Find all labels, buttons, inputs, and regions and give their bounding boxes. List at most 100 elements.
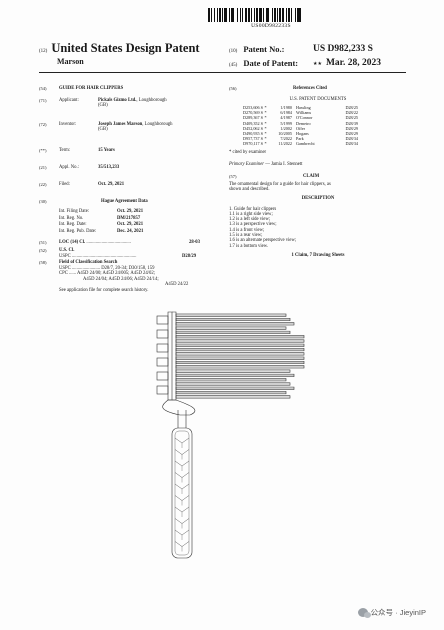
field-search-heading: Field of Classification Search: [59, 260, 118, 265]
description-line: 1.5 is a rear view;: [229, 233, 263, 239]
wechat-icon: [357, 608, 371, 618]
hague-row: Int. Reg. Pub. Date:Dec. 24, 2021: [39, 229, 229, 236]
applicant-location: , Loughborough: [136, 98, 167, 103]
claims-drawing-sheets: 1 Claim, 7 Drawing Sheets: [291, 252, 345, 258]
patent-type-title: United States Design Patent: [51, 41, 200, 55]
applicant-field: (71) Applicant: Pickals Gizmo Ltd., Loug…: [39, 98, 229, 116]
citation-number: D957,737 S: [242, 135, 263, 141]
description-line: 1.4 is a front view;: [229, 227, 265, 233]
claim-text-line2: shown and described.: [229, 186, 270, 192]
term-label: Term:: [59, 148, 71, 153]
citation-name: Offer: [296, 125, 305, 131]
loc-label: LOC (14) Cl. ...........................…: [59, 240, 131, 245]
guide-clip-tab: [156, 371, 169, 381]
hague-row-value: Oct. 29, 2021: [117, 222, 144, 227]
loc-field: (51) LOC (14) Cl. ......................…: [39, 240, 229, 248]
guide-clip-tab: [156, 329, 169, 339]
patent-number-label: Patent No.:: [243, 44, 285, 54]
description-line: 1.7 is a bottom view.: [229, 243, 269, 249]
uspc-dots: ........................................…: [70, 254, 137, 259]
guide-handle-rib: [174, 437, 190, 444]
description-line: 1.1 is a right side view;: [229, 211, 273, 217]
guide-handle-rib: [174, 483, 190, 490]
inventor-field: (72) Inventor: Joseph James Marson, Loug…: [39, 122, 229, 140]
citation-name: Hogans: [296, 130, 309, 136]
date-of-patent-label: Date of Patent:: [243, 58, 299, 68]
us-cl-label: U.S. Cl.: [59, 248, 75, 253]
watermark-text: 公众号 · JieyinIP: [370, 608, 426, 617]
barcode-number: US00D982233S: [251, 23, 291, 29]
citation-date: 10/2005: [278, 130, 292, 136]
field-search-uspc: USPC ........................ D28/7, 20-…: [59, 266, 155, 271]
citation-mark: *: [264, 140, 267, 146]
inventor-label: Inventor:: [59, 122, 77, 127]
header-divider: [39, 72, 406, 73]
inid-code: (**): [39, 148, 47, 153]
description-line: 1.3 is a perspective view;: [229, 222, 277, 228]
inid-code: (30): [39, 199, 47, 204]
citation-number: D452,062 S: [242, 125, 263, 131]
inid-code: (51): [39, 240, 47, 245]
citation-class: D28/29: [345, 130, 358, 136]
appl-no-label: Appl. No.:: [59, 165, 79, 170]
watermark: 公众号 · JieyinIP: [357, 607, 426, 618]
uspc-value: D28/29: [182, 254, 197, 259]
filed-value: Oct. 29, 2021: [98, 182, 125, 187]
date-of-patent-value: Mar. 28, 2023: [325, 58, 382, 68]
citation-class: D28/22: [345, 110, 358, 116]
claim-title: CLAIM: [303, 173, 320, 179]
citation-class: D28/34: [345, 135, 358, 141]
claim-text-line1: The ornamental design for a guide for ha…: [229, 181, 331, 187]
citation-name: O'Connor: [296, 115, 313, 121]
date-of-patent-line: (45)Date of Patent:★★Mar. 28, 2023: [229, 58, 381, 68]
applicant-country: (GB): [98, 103, 108, 109]
hague-row-label: Int. Reg. Pub. Date:: [59, 228, 97, 234]
hague-row-label: Int. Reg. No.: [59, 215, 84, 221]
guide-clip-tab: [156, 385, 169, 395]
patent-number-value: US D982,233 S: [313, 44, 373, 54]
design-title: GUIDE FOR HAIR CLIPPERS: [59, 86, 124, 91]
inid-code: (22): [39, 182, 47, 187]
inid-code: (72): [39, 122, 47, 127]
loc-value: 28-03: [189, 240, 200, 245]
field-search-cpc: CPC ...... A45D 24/00; A45D 24/005; A45D…: [59, 271, 155, 277]
hague-row-label: Int. Filing Date:: [59, 209, 90, 214]
guide-clip-tab: [156, 357, 169, 367]
citation-number: D253,606 S: [242, 105, 263, 111]
references-cited-title: References Cited: [293, 86, 327, 91]
right-column: (56) References Cited U.S. PATENT DOCUME…: [229, 86, 407, 316]
description-line: 1.2 is a left side view;: [229, 217, 271, 223]
inid-code: (56): [229, 86, 237, 91]
citation-mark: *: [264, 130, 267, 136]
description-line: 1. Guide for hair clippers: [229, 206, 277, 212]
applicant-name: Pickals Gizmo Ltd.: [98, 98, 137, 103]
citation-class: D28/34: [345, 140, 358, 146]
loc-label-text: LOC (14) Cl.: [59, 240, 86, 245]
citation-number: D270,569 S: [242, 110, 263, 116]
hague-row-value: Oct. 29, 2021: [117, 209, 144, 214]
title-field: (54) GUIDE FOR HAIR CLIPPERS: [39, 86, 229, 95]
citation-mark: *: [264, 125, 267, 131]
inid-code: (21): [39, 165, 47, 170]
field-search-lines: USPC ........................ D28/7, 20-…: [39, 266, 229, 287]
inid-code: (12): [39, 49, 48, 54]
uspc-label-text: USPC: [59, 254, 71, 259]
citation-mark: *: [264, 110, 267, 116]
citation-date: 1/1980: [280, 105, 292, 111]
appl-no-field: (21) Appl. No.: 35/513,233: [39, 165, 229, 174]
patent-number-line: (10)Patent No.:US D982,233 S: [229, 44, 373, 54]
guide-spine-edge: [172, 311, 177, 401]
cited-footnote: * cited by examiner: [229, 150, 267, 156]
guide-handle-rib: [174, 472, 190, 478]
citation-class: D28/39: [345, 120, 358, 126]
guide-handle-rib: [174, 518, 190, 524]
inid-code: (58): [39, 260, 47, 265]
citation-date: 1/2002: [280, 125, 292, 131]
hair-clipper-guide-drawing: [156, 311, 305, 559]
applicant-value: Pickals Gizmo Ltd., Loughborough (GB): [98, 98, 167, 109]
citation-name: Gambrecht: [296, 140, 315, 146]
